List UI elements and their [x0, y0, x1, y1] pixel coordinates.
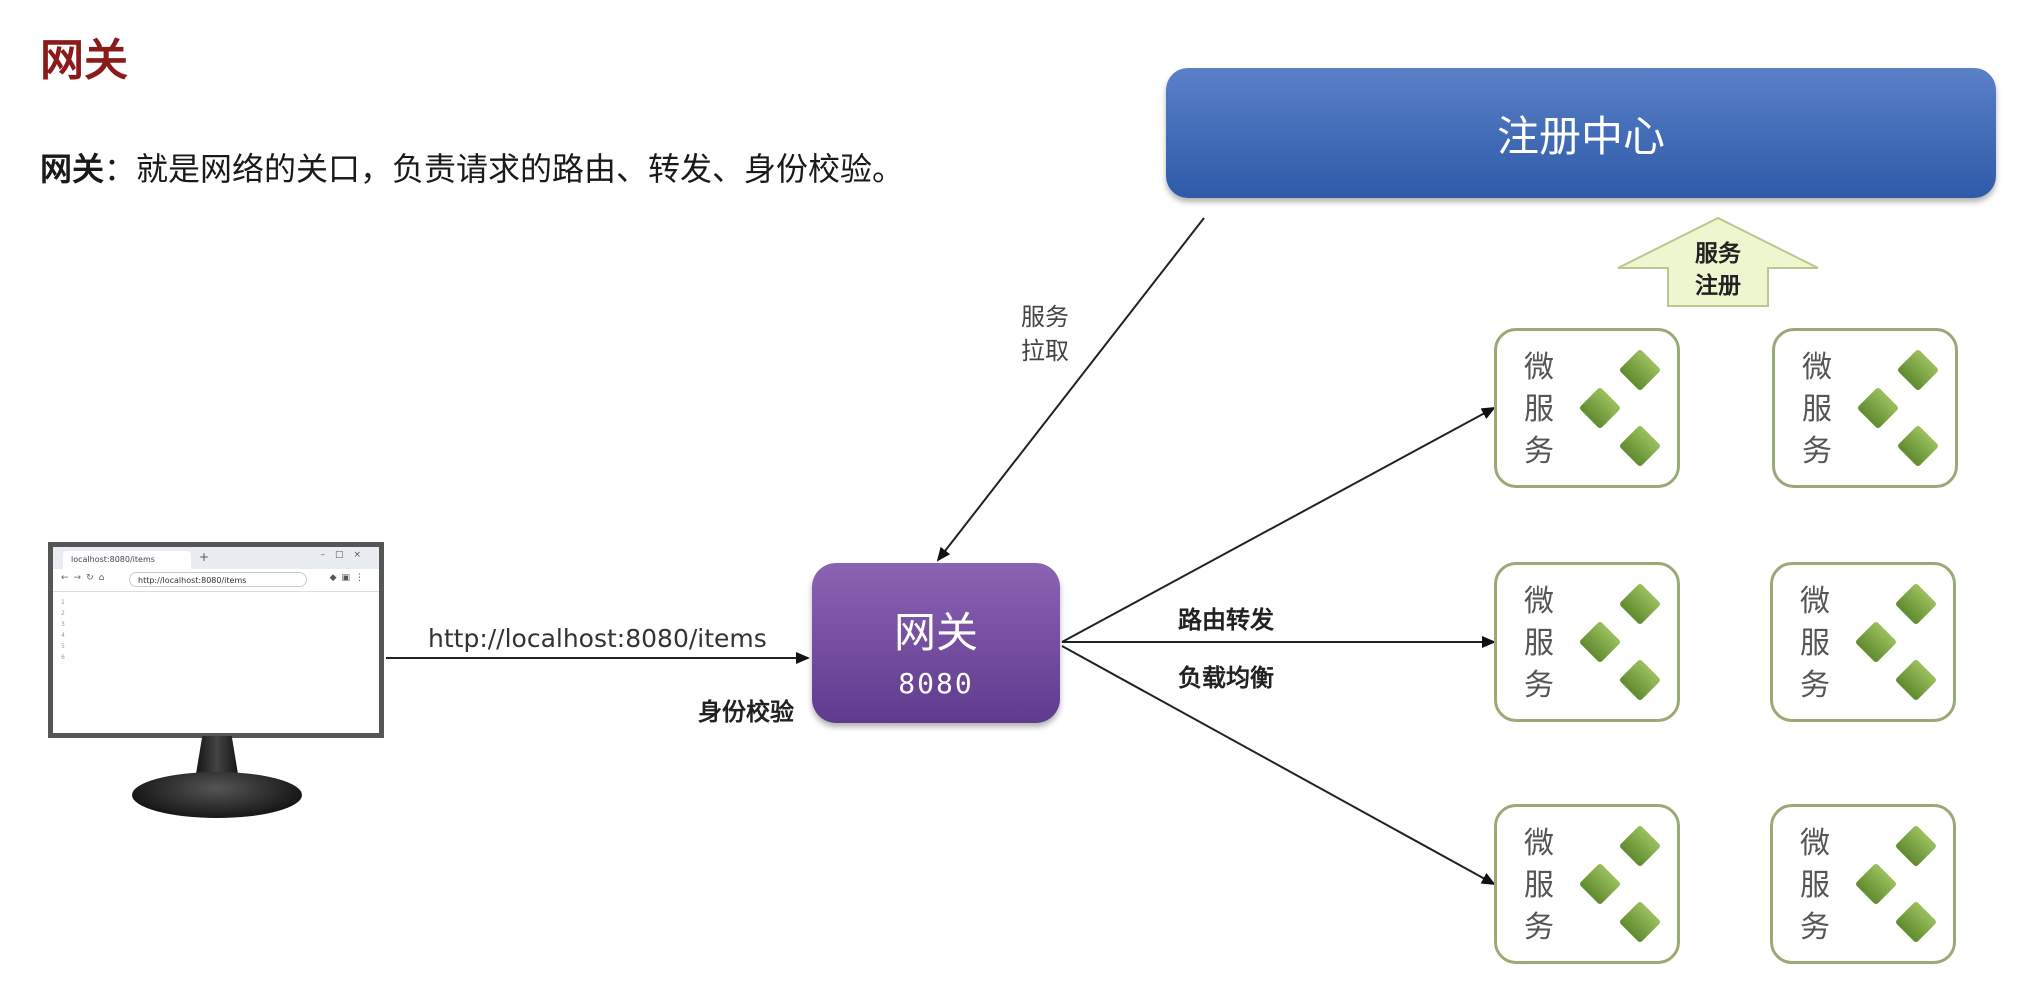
- microservice-diamond-icon: [1578, 620, 1622, 664]
- microservice-diamond-icon: [1896, 424, 1940, 468]
- gateway-box: 网关 8080: [812, 563, 1060, 723]
- microservice-diamond-icon: [1618, 824, 1662, 868]
- browser-tab-title: localhost:8080/items: [71, 555, 155, 564]
- microservice-label: 微服务: [1800, 584, 1830, 703]
- line-number: 2: [61, 610, 65, 617]
- microservice-label: 微服务: [1524, 826, 1554, 945]
- gateway-port: 8080: [898, 667, 974, 700]
- browser-extension-icons[interactable]: ◆▣⋮: [329, 573, 369, 583]
- service-pull-arrow: [936, 217, 1205, 562]
- browser-address-bar[interactable]: http://localhost:8080/items: [129, 572, 307, 587]
- request-url-label: http://localhost:8080/items: [428, 624, 767, 653]
- microservice-label: 微服务: [1800, 826, 1830, 945]
- microservice-diamond-icon: [1618, 900, 1662, 944]
- microservice-diamond-icon: [1854, 862, 1898, 906]
- registry-label: 注册中心: [1496, 111, 1665, 161]
- microservice-diamond-icon: [1894, 824, 1938, 868]
- microservice-diamond-icon: [1894, 582, 1938, 626]
- microservice-label: 微服务: [1524, 584, 1554, 703]
- microservice-diamond-icon: [1894, 900, 1938, 944]
- microservice-diamond-icon: [1618, 424, 1662, 468]
- microservice-diamond-icon: [1578, 386, 1622, 430]
- route-arrow-bottom: [1061, 645, 1496, 885]
- monitor-screen: localhost:8080/items + –□× ←→↻⌂ http://l…: [48, 542, 384, 738]
- service-pull-label: 服务 拉取: [1021, 303, 1069, 365]
- microservice-diamond-icon: [1578, 862, 1622, 906]
- microservice-box: 微服务: [1772, 328, 1958, 488]
- microservice-label: 微服务: [1802, 350, 1832, 469]
- line-number: 1: [61, 599, 65, 606]
- browser-toolbar: ←→↻⌂ http://localhost:8080/items ◆▣⋮: [53, 569, 379, 592]
- line-number: 4: [61, 632, 65, 639]
- microservice-diamond-icon: [1894, 658, 1938, 702]
- microservice-diamond-icon: [1618, 582, 1662, 626]
- microservice-box: 微服务: [1770, 804, 1956, 964]
- line-number: 6: [61, 654, 65, 661]
- microservice-box: 微服务: [1494, 562, 1680, 722]
- microservice-diamond-icon: [1618, 348, 1662, 392]
- routing-label: 路由转发: [1178, 606, 1274, 634]
- nav-buttons-icon[interactable]: ←→↻⌂: [61, 573, 110, 583]
- browser-address: http://localhost:8080/items: [138, 576, 247, 585]
- microservice-diamond-icon: [1856, 386, 1900, 430]
- browser-tab-bar: localhost:8080/items + –□×: [53, 547, 379, 570]
- gateway-name: 网关: [893, 608, 978, 657]
- microservice-diamond-icon: [1896, 348, 1940, 392]
- window-controls-icon[interactable]: –□×: [320, 550, 371, 560]
- browser-content: 1 2 3 4 5 6: [61, 597, 65, 663]
- line-number: 5: [61, 643, 65, 650]
- definition-term: 网关: [40, 150, 105, 188]
- microservice-diamond-icon: [1854, 620, 1898, 664]
- page-title: 网关: [40, 35, 128, 86]
- definition-text: 网关：就是网络的关口，负责请求的路由、转发、身份校验。: [40, 144, 904, 190]
- definition-body: ：就是网络的关口，负责请求的路由、转发、身份校验。: [104, 150, 905, 188]
- microservice-box: 微服务: [1494, 804, 1680, 964]
- microservice-label: 微服务: [1524, 350, 1554, 469]
- monitor-base: [132, 772, 302, 818]
- service-register-label: 服务 注册: [1695, 241, 1741, 299]
- registry-center: 注册中心: [1166, 68, 1996, 198]
- load-balance-label: 负载均衡: [1178, 664, 1274, 692]
- service-register-arrow: [1617, 216, 1819, 307]
- microservice-diamond-icon: [1618, 658, 1662, 702]
- microservice-box: 微服务: [1494, 328, 1680, 488]
- auth-label: 身份校验: [698, 698, 794, 726]
- client-monitor: localhost:8080/items + –□× ←→↻⌂ http://l…: [48, 542, 388, 822]
- line-number: 3: [61, 621, 65, 628]
- route-arrow-top: [1061, 407, 1496, 643]
- new-tab-icon[interactable]: +: [199, 550, 210, 564]
- microservice-box: 微服务: [1770, 562, 1956, 722]
- browser-tab[interactable]: localhost:8080/items: [63, 551, 191, 569]
